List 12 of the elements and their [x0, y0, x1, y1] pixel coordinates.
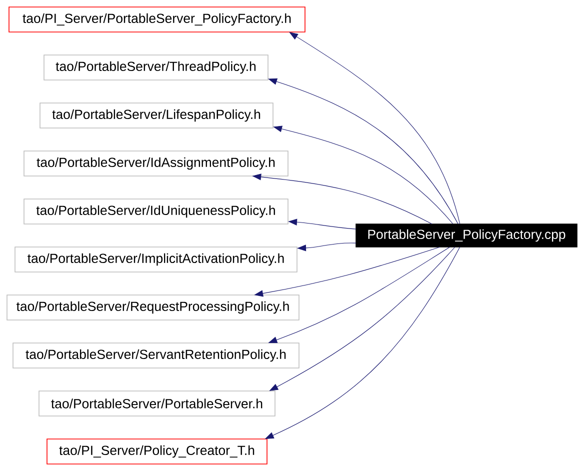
file-box: tao/PortableServer/ServantRetentionPolicy.h	[12, 342, 300, 368]
file-box: tao/PortableServer/ThreadPolicy.h	[44, 54, 268, 80]
file-box: tao/PortableServer/IdUniquenessPolicy.h	[24, 198, 288, 224]
file-box: tao/PortableServer/LifespanPolicy.h	[40, 102, 274, 128]
arrow	[289, 32, 460, 224]
highlighted-file-box: PortableServer_PolicyFactory.cpp	[356, 224, 578, 248]
file-box: tao/PortableServer/IdAssignmentPolicy.h	[24, 150, 288, 176]
file-box: tao/PortableServer/PortableServer.h	[38, 390, 276, 416]
file-box: tao/PortableServer/ImplicitActivationPolicy.h	[14, 246, 298, 272]
file-box: tao/PI_Server/PortableServer_PolicyFactory.h	[8, 6, 306, 32]
file-box: tao/PI_Server/Policy_Creator_T.h	[46, 438, 268, 464]
file-box: tao/PortableServer/RequestProcessingPolicy.h	[6, 294, 300, 320]
